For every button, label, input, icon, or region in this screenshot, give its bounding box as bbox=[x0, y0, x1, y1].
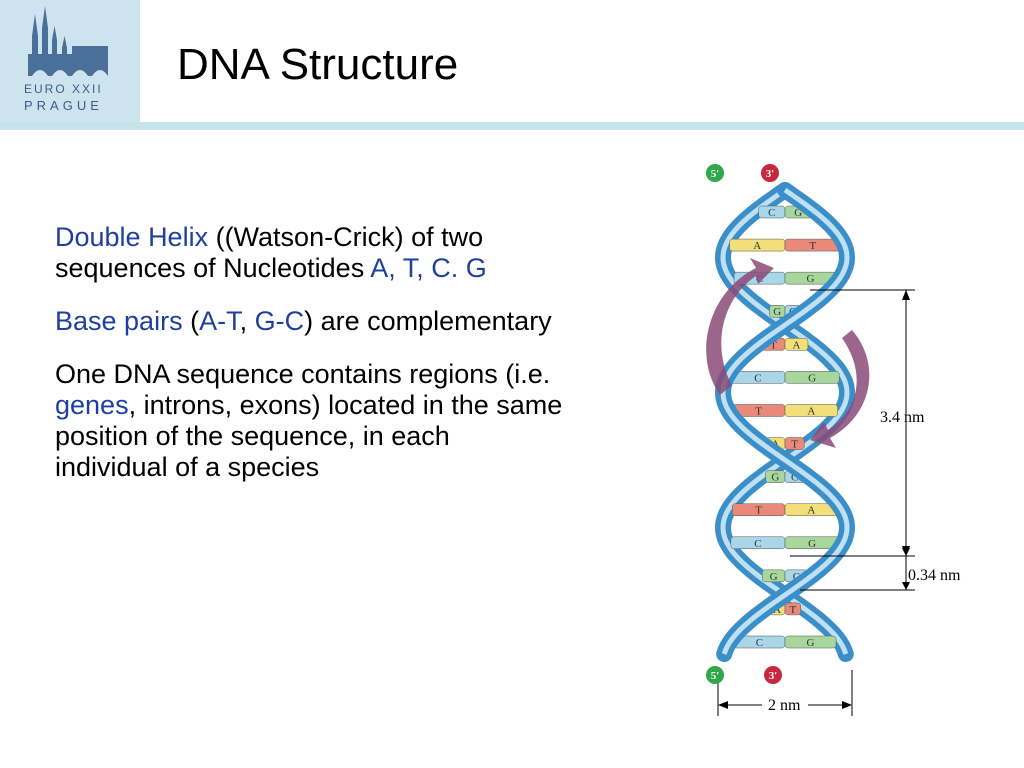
nucleotide-G bbox=[784, 371, 840, 384]
end-marker-top-5: 5′ bbox=[706, 164, 724, 182]
dimension-arrowheads bbox=[718, 290, 910, 709]
end-marker-bottom-5: 5′ bbox=[706, 666, 724, 684]
end-label: 3′ bbox=[766, 168, 775, 180]
end-label: 5′ bbox=[711, 670, 720, 682]
nucleotide-label: G bbox=[808, 538, 816, 550]
nucleotide-label: T bbox=[791, 439, 798, 451]
pitch-label: 3.4 nm bbox=[880, 409, 925, 426]
paragraph-double-helix: Double Helix ((Watson-Crick) of two sequ… bbox=[55, 222, 565, 284]
nucleotide-label: T bbox=[755, 505, 762, 517]
term-double-helix: Double Helix bbox=[55, 222, 209, 252]
slide-body: Double Helix ((Watson-Crick) of two sequ… bbox=[55, 222, 565, 505]
nucleotide-label: G bbox=[808, 372, 816, 384]
text-segment: ((Watson-Crick) of two sequences of Nucl… bbox=[55, 222, 484, 283]
nucleotide-label: G bbox=[770, 571, 778, 583]
end-label: 5′ bbox=[711, 168, 720, 180]
backbone-strand-2-highlight bbox=[720, 187, 850, 655]
rise-label: 0.34 nm bbox=[908, 567, 961, 584]
nucleotide-label: C bbox=[791, 472, 798, 484]
text-segment: ( bbox=[182, 306, 200, 336]
end-marker-bottom-3: 3′ bbox=[764, 666, 782, 684]
backbone-strand-1-highlight bbox=[720, 187, 850, 655]
nucleotide-label: T bbox=[809, 240, 816, 252]
text-segment: One DNA sequence contains regions (i.e. bbox=[55, 359, 551, 389]
rotation-arrow-right bbox=[810, 330, 870, 448]
nucleotide-A bbox=[784, 338, 809, 351]
term-nucleotides: A, T, C. G bbox=[370, 253, 487, 283]
nucleotide-label: C bbox=[754, 538, 761, 550]
prague-castle-icon bbox=[28, 6, 108, 76]
logo-line1: EURO XXII bbox=[24, 82, 103, 96]
nucleotide-label: T bbox=[770, 339, 777, 351]
end-label: 3′ bbox=[769, 670, 778, 682]
term-genes: genes bbox=[55, 390, 129, 420]
nucleotide-label: A bbox=[792, 339, 800, 351]
end-marker-top-3: 3′ bbox=[761, 164, 779, 182]
text-segment: ) are complementary bbox=[304, 306, 552, 336]
paragraph-base-pairs: Base pairs (A-T, G-C) are complementary bbox=[55, 306, 565, 337]
paragraph-sequence: One DNA sequence contains regions (i.e. … bbox=[55, 359, 565, 483]
nucleotide-label: A bbox=[807, 505, 815, 517]
nucleotide-label: A bbox=[753, 240, 761, 252]
nucleotide-label: G bbox=[771, 472, 779, 484]
helix-backbone-front bbox=[714, 182, 856, 662]
nucleotide-label: A bbox=[807, 405, 815, 417]
dimension-lines bbox=[717, 289, 915, 716]
text-segment: , introns, exons) located in the same po… bbox=[55, 390, 563, 482]
nucleotide-label: G bbox=[807, 273, 815, 285]
term-base-pairs: Base pairs bbox=[55, 306, 183, 336]
nucleotide-T bbox=[784, 437, 805, 450]
nucleotide-label: T bbox=[755, 405, 762, 417]
term-g-c: G-C bbox=[254, 306, 305, 336]
width-label: 2 nm bbox=[768, 697, 801, 714]
conference-logo: EURO XXII PRAGUE bbox=[0, 0, 140, 122]
nucleotide-label: G bbox=[807, 637, 815, 649]
nucleotide-A bbox=[784, 404, 838, 417]
title-divider bbox=[0, 122, 1024, 130]
rotation-arrow-left bbox=[706, 258, 774, 395]
nucleotide-label: C bbox=[768, 207, 775, 219]
logo-line2: PRAGUE bbox=[24, 98, 103, 113]
nucleotide-G bbox=[784, 635, 837, 649]
text-segment: , bbox=[239, 306, 255, 336]
nucleotide-T bbox=[784, 602, 801, 616]
nucleotide-label: C bbox=[754, 372, 761, 384]
dna-double-helix-diagram: CGATCGGCTACGTAATGCTACGGCATCG 3.4 nm 0.34… bbox=[706, 164, 961, 716]
nucleotide-label: T bbox=[790, 604, 797, 616]
slide-title: DNA Structure bbox=[177, 40, 459, 89]
helix-backbone-back bbox=[714, 182, 856, 662]
nucleotide-label: G bbox=[773, 306, 781, 318]
nucleotide-label: C bbox=[793, 571, 800, 583]
term-a-t: A-T bbox=[199, 306, 240, 336]
nucleotide-label: C bbox=[756, 637, 763, 649]
nucleotide-label: G bbox=[794, 207, 802, 219]
